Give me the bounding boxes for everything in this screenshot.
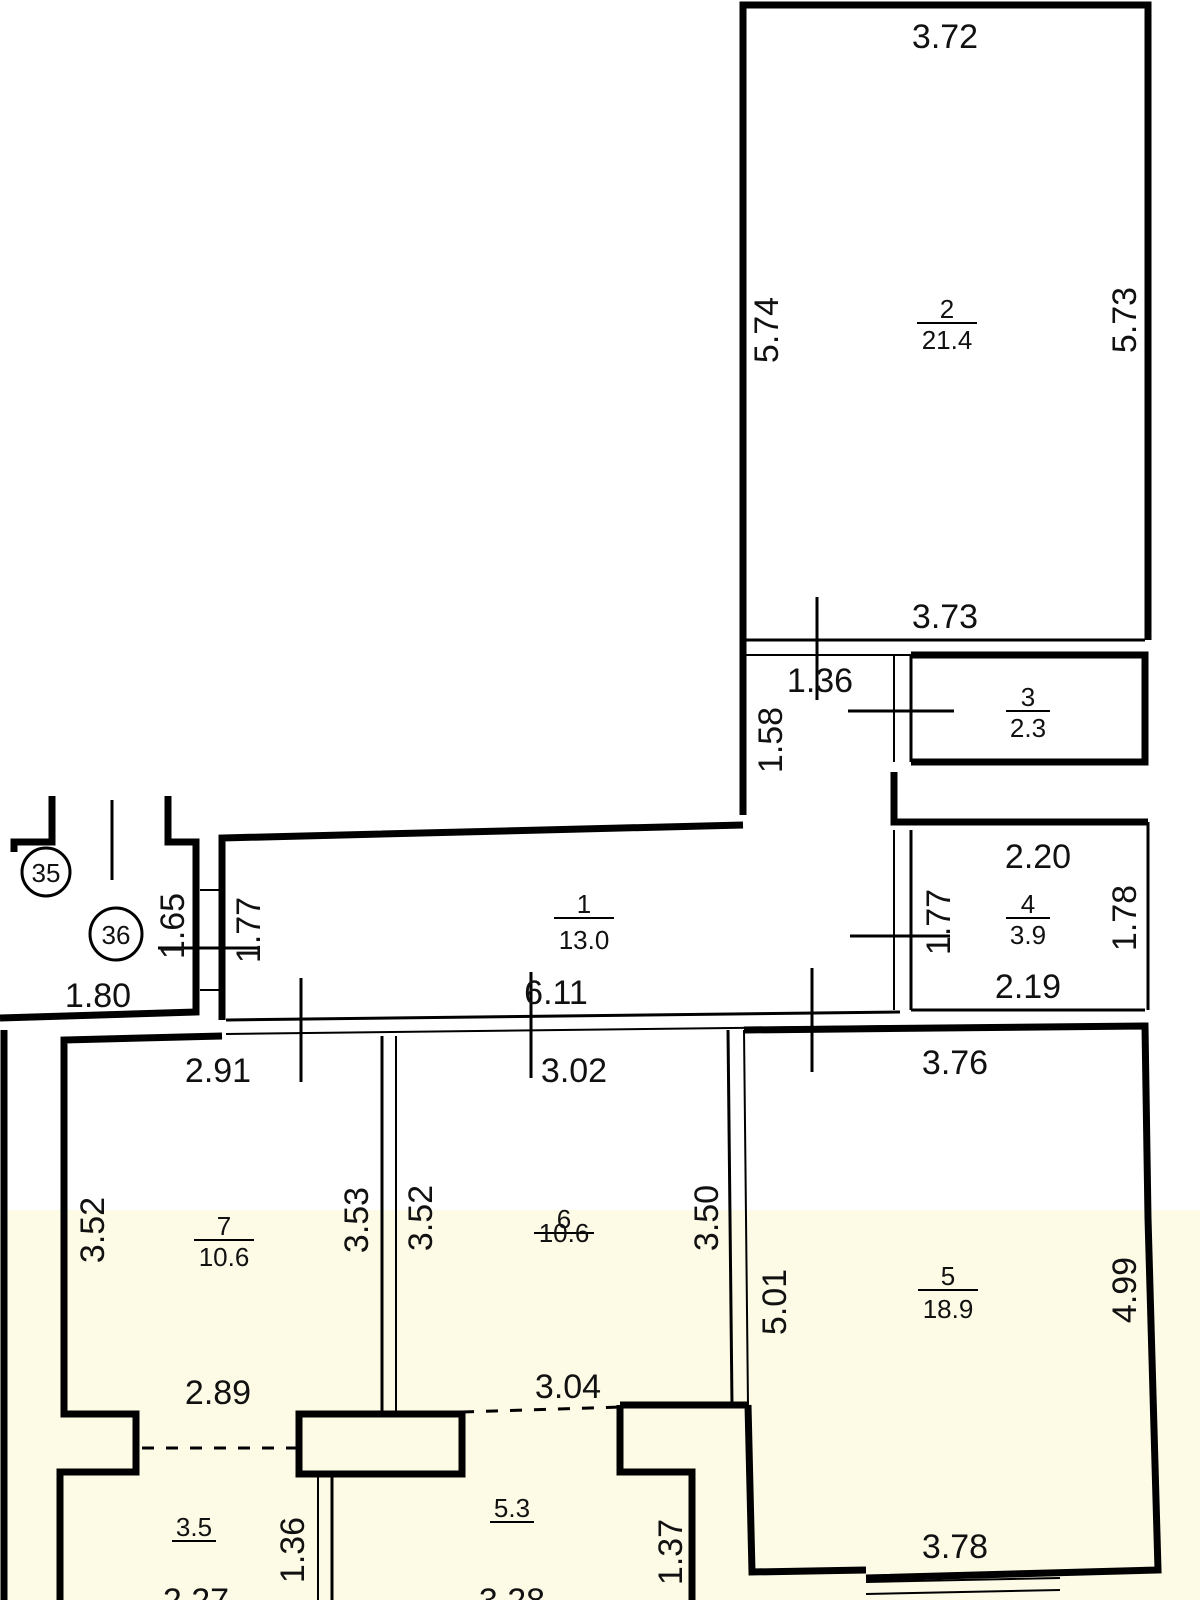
paper-tint (0, 1210, 1200, 1600)
dim-room6-right: 3.50 (688, 1185, 726, 1251)
room-5-number: 5 (941, 1261, 955, 1291)
dim-balcony-center-width: 3.28 (479, 1582, 545, 1600)
dim-room6-bottom: 3.04 (535, 1368, 601, 1406)
room-5-area: 18.9 (923, 1294, 974, 1324)
dim-corridor-length: 6.11 (524, 974, 588, 1012)
dim-room4-left: 1.77 (920, 889, 958, 955)
dim-room7-top: 2.91 (185, 1052, 251, 1090)
dim-neighbor-height: 1.65 (154, 893, 192, 959)
dim-neighbor-width: 1.80 (65, 977, 131, 1015)
balcony-right-block (616, 1401, 748, 1600)
dim-room6-top: 3.02 (541, 1052, 607, 1090)
balcony-dashed-line (461, 1405, 621, 1414)
dim-room2-right: 5.73 (1106, 287, 1144, 353)
neighbor-walls (0, 796, 200, 1022)
dim-balcony-left-width: 2.27 (163, 1582, 229, 1600)
balcony-pillar (295, 1410, 466, 1478)
room-1-area: 13.0 (559, 925, 610, 955)
dimension-labels: 3.72 5.74 5.73 3.73 1.36 1.58 2.20 1.77 … (65, 18, 1144, 1600)
balcony-area-center: 5.3 (494, 1493, 530, 1523)
room-1-bottom-wall (225, 1010, 901, 1022)
dim-room5-top: 3.76 (922, 1044, 988, 1082)
room-1-top-wall (218, 821, 744, 1020)
dim-room7-left: 3.52 (74, 1197, 112, 1263)
room-2-walls (739, 1, 1152, 815)
neighbor-marker-36: 36 (88, 906, 144, 962)
dim-hall-width: 1.36 (787, 662, 853, 700)
dim-room2-bottom: 3.73 (912, 598, 978, 636)
dim-room5-left: 5.01 (756, 1269, 794, 1335)
room-4-number: 4 (1021, 889, 1035, 919)
dim-room5-bottom: 3.78 (922, 1528, 988, 1566)
room-3-walls (911, 651, 1149, 766)
dim-room7-right: 3.53 (338, 1187, 376, 1253)
marker-35-label: 35 (32, 858, 61, 888)
dim-room4-right: 1.78 (1106, 885, 1144, 951)
corridor-notch-wall (890, 772, 1148, 826)
dim-room4-bottom: 2.19 (995, 968, 1061, 1006)
dim-balcony-right-height: 1.37 (652, 1519, 690, 1585)
room-2-area: 21.4 (922, 325, 973, 355)
room-4-area: 3.9 (1010, 920, 1046, 950)
dim-room5-right: 4.99 (1106, 1257, 1144, 1323)
room-3-number: 3 (1021, 682, 1035, 712)
room-6-right-wall (726, 1029, 734, 1406)
room-6-area: 10.6 (539, 1218, 590, 1248)
room-6-number: 6 (557, 1204, 571, 1234)
dim-room7-bottom: 2.89 (185, 1374, 251, 1412)
dim-hall-height: 1.58 (752, 707, 790, 773)
room-3-area: 2.3 (1010, 713, 1046, 743)
dim-balcony-left-height: 1.36 (274, 1517, 312, 1583)
dim-corridor-left: 1.77 (230, 897, 268, 963)
room-7-area: 10.6 (199, 1242, 250, 1272)
marker-36-label: 36 (102, 920, 131, 950)
balcony-area-left: 3.5 (176, 1512, 212, 1542)
dim-room2-top: 3.72 (912, 18, 978, 56)
dim-room6-left: 3.52 (402, 1185, 440, 1251)
neighbor-marker-35: 35 (20, 846, 72, 898)
door-markers (158, 597, 954, 1082)
dim-room2-left: 5.74 (748, 297, 786, 363)
room-7-walls (56, 1032, 223, 1600)
room-7-number: 7 (217, 1211, 231, 1241)
room-1-number: 1 (577, 889, 591, 919)
room-5-walls (743, 1022, 1162, 1582)
room-2-number: 2 (940, 294, 954, 324)
dim-room4-top: 2.20 (1005, 838, 1071, 876)
